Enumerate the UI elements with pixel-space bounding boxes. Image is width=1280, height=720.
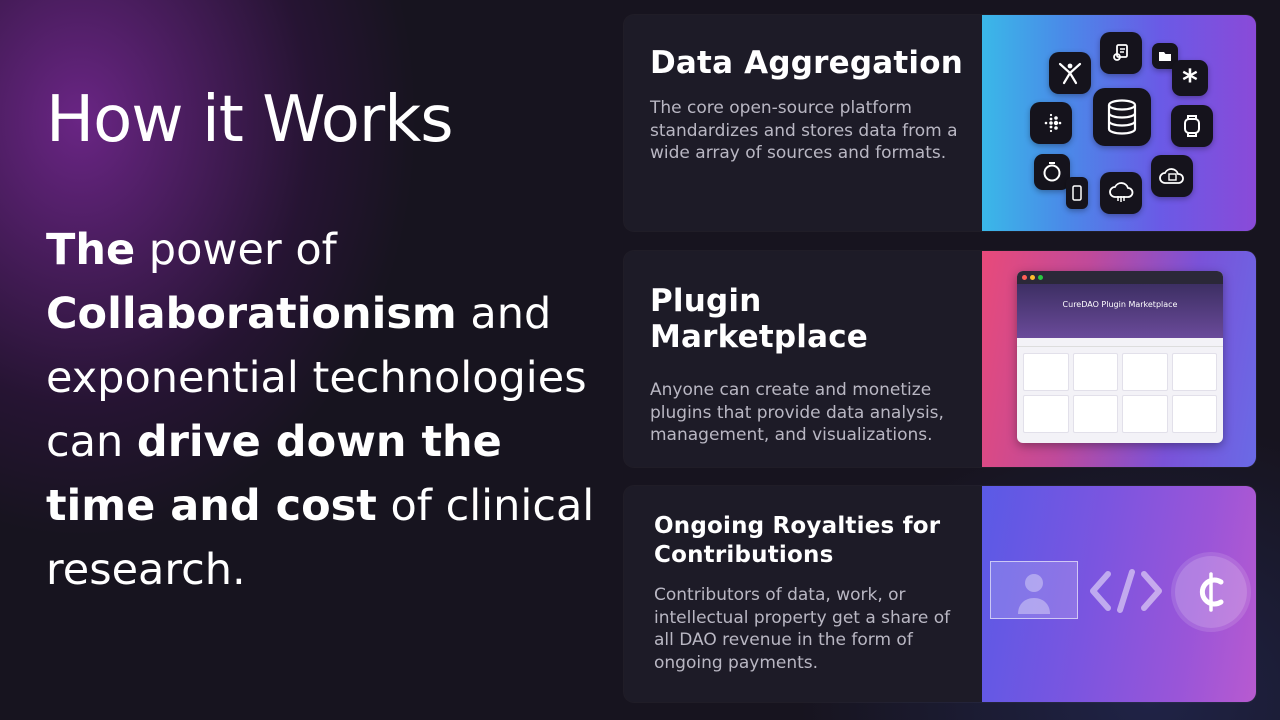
slide-title-area: How it Works — [46, 80, 606, 160]
card-illustration: * — [982, 15, 1256, 231]
plugin-card — [1171, 353, 1217, 391]
watch-icon — [1171, 105, 1213, 147]
minimize-dot — [1030, 275, 1035, 280]
mockup-title: CureDAO Plugin Marketplace — [1062, 300, 1178, 309]
phone-icon — [1066, 177, 1088, 209]
slide-body: The power of Collaborationism and expone… — [46, 218, 606, 602]
card-title: Plugin Marketplace — [650, 283, 869, 355]
card-illustration — [982, 486, 1256, 702]
body-bold-1: The — [46, 225, 136, 275]
body-text-3: of clinical research. — [46, 481, 595, 595]
timer-icon — [1034, 154, 1070, 190]
plugin-card — [1072, 353, 1118, 391]
database-icon — [1093, 88, 1151, 146]
plugin-card — [1122, 395, 1168, 433]
card-title: Ongoing Royalties for Contributions — [654, 513, 941, 568]
card-illustration: CureDAO Plugin Marketplace — [982, 251, 1256, 467]
plugin-card — [1072, 395, 1118, 433]
user-avatar-icon — [990, 561, 1078, 619]
card-data-aggregation: Data Aggregation The core open-source pl… — [624, 15, 1256, 231]
mockup-tabs — [1017, 338, 1223, 347]
cloud-upload-icon — [1100, 172, 1142, 214]
card-description: The core open-source platform standardiz… — [650, 98, 958, 163]
plugin-card — [1023, 353, 1069, 391]
card-title: Data Aggregation — [650, 45, 963, 81]
fitbit-icon — [1030, 102, 1072, 144]
window-titlebar — [1017, 271, 1223, 284]
card-ongoing-royalties: Ongoing Royalties for Contributions Cont… — [624, 486, 1256, 702]
mockup-hero: CureDAO Plugin Marketplace — [1017, 284, 1223, 338]
close-dot — [1022, 275, 1027, 280]
mockup-plugin-grid — [1017, 347, 1223, 439]
card-plugin-marketplace: Plugin Marketplace Anyone can create and… — [624, 251, 1256, 467]
body-text-2: and exponential technologies can — [46, 289, 587, 467]
plugin-card — [1023, 395, 1069, 433]
marketplace-mockup: CureDAO Plugin Marketplace — [1017, 271, 1223, 443]
receipt-icon — [1100, 32, 1142, 74]
cloud-phone-icon — [1151, 155, 1193, 197]
body-bold-3: drive down the time and cost — [46, 417, 502, 531]
plugin-card — [1122, 353, 1168, 391]
coin-icon — [1175, 556, 1247, 628]
body-text-1: power of — [135, 225, 337, 275]
plugin-card — [1171, 395, 1217, 433]
slide-title: How it Works — [46, 83, 454, 157]
card-description: Contributors of data, work, or intellect… — [654, 585, 951, 673]
activity-icon — [1049, 52, 1091, 94]
maximize-dot — [1038, 275, 1043, 280]
card-description: Anyone can create and monetize plugins t… — [650, 380, 944, 445]
asterisk-icon: * — [1172, 60, 1208, 97]
body-bold-2: Collaborationism — [46, 289, 457, 339]
code-icon — [1088, 568, 1164, 618]
